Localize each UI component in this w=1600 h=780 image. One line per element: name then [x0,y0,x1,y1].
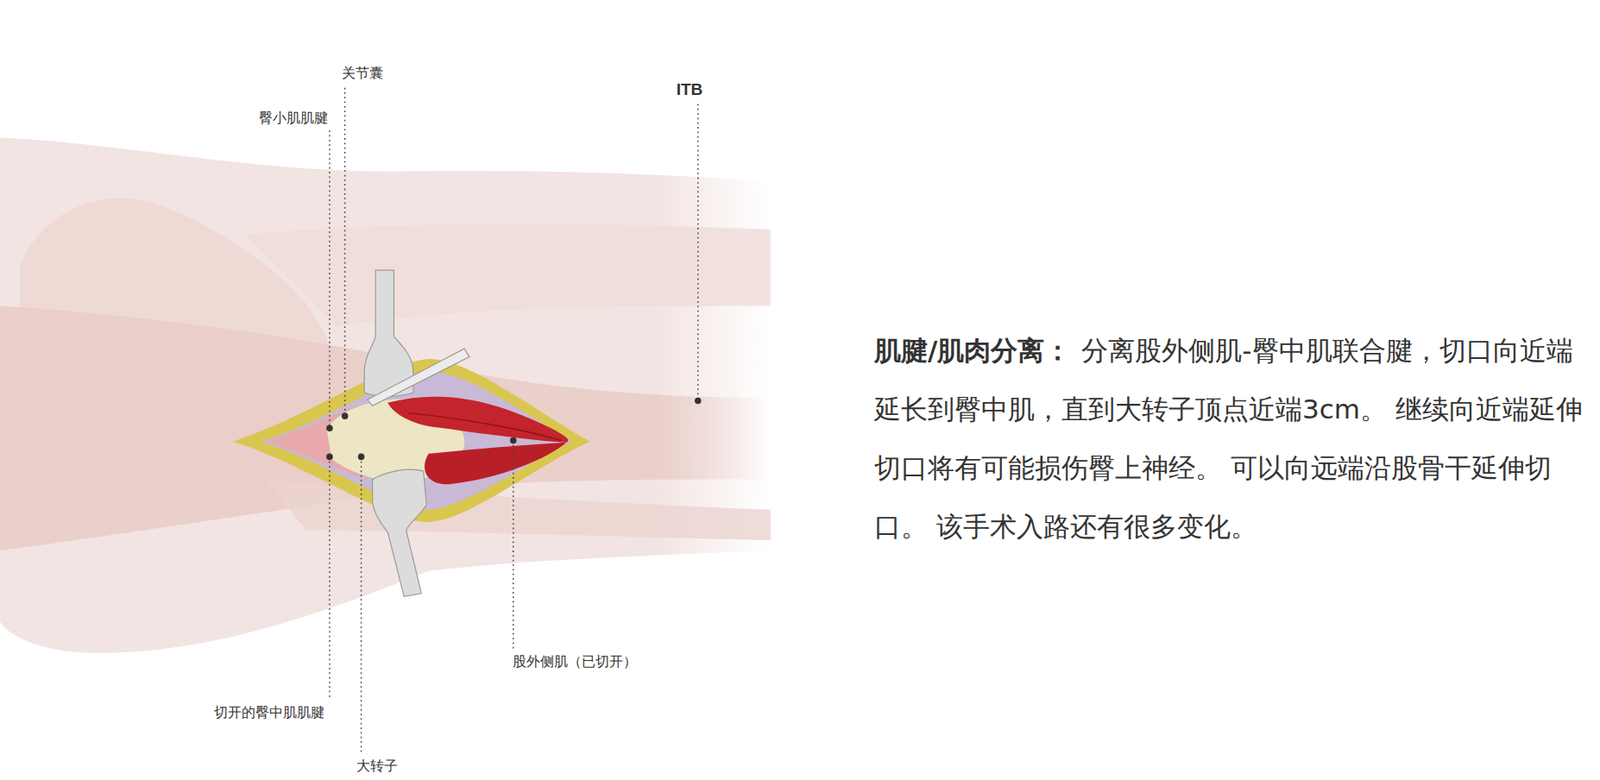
section-heading: 肌腱/肌肉分离： [874,334,1071,366]
part-label: 大转子 [356,757,398,775]
part-label: 臀小肌肌腱 [258,109,328,127]
part-label: 股外侧肌（已切开） [512,653,637,671]
description-text: 肌腱/肌肉分离：分离股外侧肌-臀中肌联合腱，切口向近端延长到臀中肌，直到大转子顶… [874,321,1591,556]
part-label: 关节囊 [341,64,384,82]
body-text: 分离股外侧肌-臀中肌联合腱，切口向近端延长到臀中肌，直到大转子顶点近端3cm。 … [874,334,1583,542]
part-label: ITB [676,81,704,99]
part-label: 切开的臀中肌肌腱 [214,704,325,722]
